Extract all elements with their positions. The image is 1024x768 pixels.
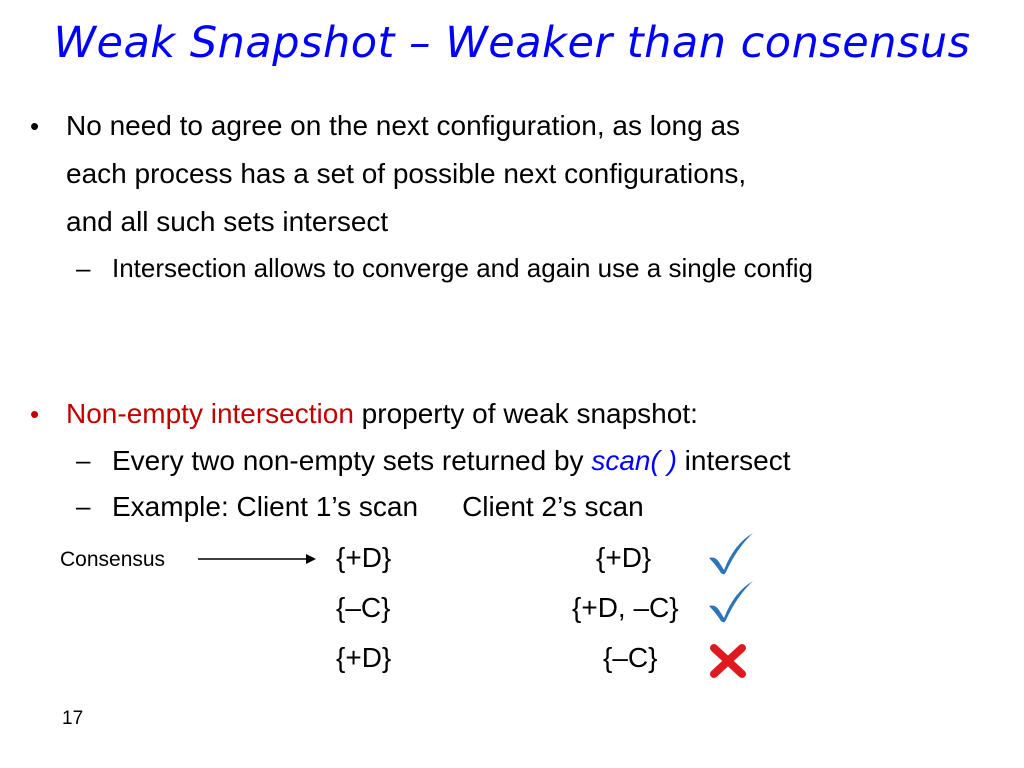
bullet-1: • No need to agree on the next configura… xyxy=(30,102,1010,290)
bullet-marker: • xyxy=(30,399,40,429)
bullet-1-text: No need to agree on the next configurati… xyxy=(66,102,746,246)
bullet-2-text: Non-empty intersection property of weak … xyxy=(66,390,698,438)
bullet-1-line-3: and all such sets intersect xyxy=(66,206,389,237)
row-2-client-1: {–C} xyxy=(336,592,391,623)
check-icon xyxy=(709,533,753,575)
bullet-1-row: • No need to agree on the next configura… xyxy=(30,102,1010,246)
sub-marker: – xyxy=(76,253,91,283)
sub-1-after: intersect xyxy=(676,445,791,476)
client-2-header: Client 2’s scan xyxy=(462,491,644,522)
scan-function: scan( ) xyxy=(591,445,677,476)
client-1-header: Example: Client 1’s scan xyxy=(112,491,419,522)
bullet-2: • Non-empty intersection property of wea… xyxy=(30,390,1010,530)
bullet-1-sub-1: – Intersection allows to converge and ag… xyxy=(76,246,1010,290)
consensus-label: Consensus xyxy=(60,548,166,571)
sub-marker: – xyxy=(76,491,91,521)
arrow-icon xyxy=(198,554,316,564)
sub-1-before: Every two non-empty sets returned by xyxy=(112,445,592,476)
bullet-1-line-1: No need to agree on the next configurati… xyxy=(66,110,741,141)
bullet-2-sub-1-text: Every two non-empty sets returned by sca… xyxy=(112,438,791,484)
bullet-marker: • xyxy=(30,111,40,141)
bullet-2-rest: property of weak snapshot: xyxy=(353,398,698,429)
bullet-2-sub-2-text: Example: Client 1’s scan Client 2’s scan xyxy=(112,484,644,530)
sub-marker: – xyxy=(76,445,91,475)
check-icon xyxy=(709,581,753,623)
bullet-2-sub-1: – Every two non-empty sets returned by s… xyxy=(76,438,1010,484)
bullet-2-sub-2: – Example: Client 1’s scan Client 2’s sca… xyxy=(76,484,1010,530)
slide-title: Weak Snapshot – Weaker than consensus xyxy=(53,18,971,68)
row-1-client-1: {+D} xyxy=(336,542,392,573)
row-2-client-2: {+D, –C} xyxy=(572,592,679,623)
bullet-2-row: • Non-empty intersection property of wea… xyxy=(30,390,1010,438)
cross-icon xyxy=(710,644,746,678)
bullet-2-highlight: Non-empty intersection xyxy=(66,398,354,429)
bullet-1-line-2: each process has a set of possible next … xyxy=(66,158,747,189)
bullet-1-sub-1-text: Intersection allows to converge and agai… xyxy=(112,253,813,283)
row-3-client-1: {+D} xyxy=(336,642,392,673)
page-number: 17 xyxy=(62,708,84,729)
row-3-client-2: {–C} xyxy=(603,642,658,673)
row-1-client-2: {+D} xyxy=(596,542,652,573)
